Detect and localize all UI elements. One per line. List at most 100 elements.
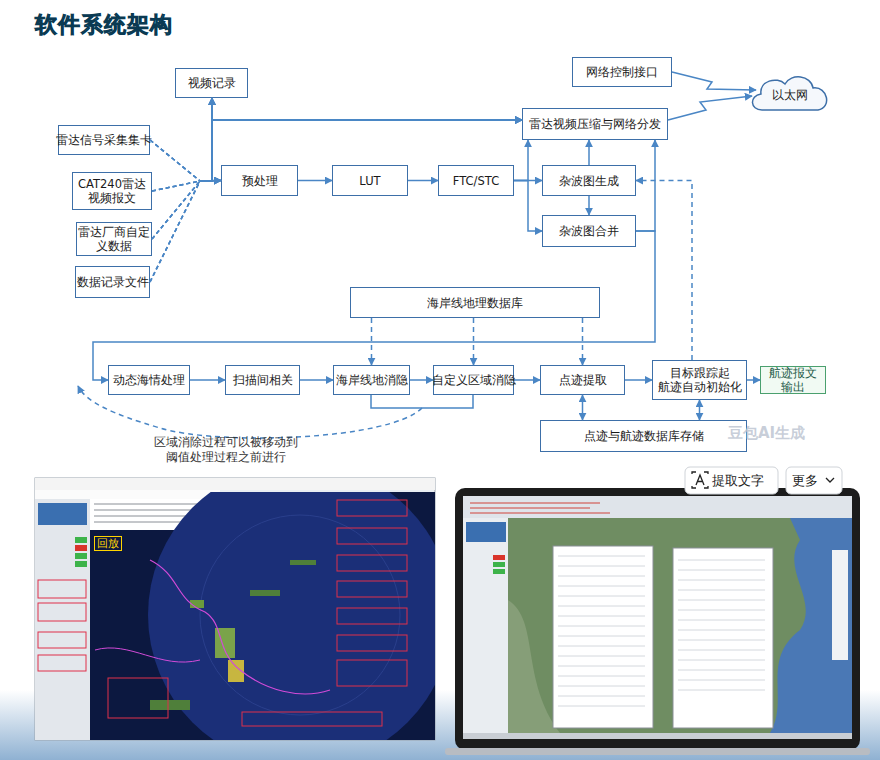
connector-line: [200, 120, 522, 181]
connector-line: [747, 379, 760, 381]
dashed-segment: [152, 181, 200, 239]
connector-line: [672, 72, 756, 90]
cloud-outline: [752, 77, 826, 110]
process-box: 点迹与航迹数据库存储: [540, 420, 747, 452]
process-box: 数据记录文件: [75, 266, 150, 298]
scan-icon: [692, 472, 708, 488]
node-text: 海岸线地消隐: [336, 373, 408, 387]
node-text: 视频记录: [188, 76, 236, 90]
node-text: 点迹与航迹数据库存储: [584, 429, 704, 443]
dashed-segment: [150, 181, 200, 282]
button-label: 提取文字: [712, 472, 764, 489]
annotation-box: [337, 500, 407, 516]
dialog-rows: [558, 556, 645, 706]
connector-line: [582, 318, 584, 365]
connector-line: [200, 98, 212, 181]
flow-arrow: [672, 72, 756, 90]
dashed-segment: [152, 181, 200, 191]
process-box: LUT: [332, 165, 408, 196]
node-text: FTC/STC: [453, 174, 499, 188]
flow-arrow: [152, 98, 212, 191]
flow-arrow: [582, 395, 583, 420]
connector-line: [588, 140, 590, 165]
flow-arrow: [636, 140, 655, 231]
logo: [466, 522, 506, 542]
process-box: CAT240雷达 视频报文: [72, 172, 152, 210]
connector-line: [410, 379, 433, 381]
connector-line: [668, 96, 752, 120]
process-box: 视频记录: [175, 68, 248, 98]
connector-line: [200, 120, 522, 181]
mode-badge: 回放: [94, 536, 122, 551]
flow-arrow: [300, 380, 333, 381]
connector-line: [473, 318, 475, 365]
flow-arrow: [589, 196, 590, 215]
flow-arrow: [625, 380, 652, 381]
process-box: 目标跟踪起 航迹自动初始化: [652, 360, 747, 400]
side-panel: [35, 499, 90, 740]
coastline: [95, 648, 200, 662]
connector-line: [514, 181, 542, 232]
button: [786, 467, 842, 494]
flow-arrow: [636, 181, 692, 361]
annotation-box: [337, 581, 407, 597]
flow-arrow: [514, 181, 542, 232]
connector-line: [298, 180, 332, 182]
watermark: 豆包AI生成: [728, 424, 805, 443]
flow-arrow: [371, 318, 372, 365]
annotation-box: [337, 528, 407, 544]
annotation-box: [337, 608, 407, 624]
dashed-segment: [150, 140, 200, 181]
connector-line: [200, 180, 221, 182]
dashed-segment: [152, 181, 200, 191]
dialog: [553, 546, 653, 728]
scan-icon: [696, 475, 704, 485]
map: [508, 518, 852, 733]
laptop-screenshot: [445, 488, 870, 755]
output-box: 航迹报文 输出: [760, 366, 826, 394]
status-led: [75, 537, 87, 543]
connector-line: [200, 98, 212, 181]
connector-line: [636, 181, 692, 361]
connector-line: [625, 379, 652, 381]
flow-arrow: [150, 140, 221, 181]
flow-arrow: [152, 120, 522, 191]
echo: [290, 560, 316, 565]
process-box: 雷达视频压缩与网络分发: [522, 108, 668, 140]
annotation-box: [38, 632, 86, 648]
annotation-box: [242, 712, 382, 726]
radar-view: [90, 492, 435, 740]
process-box: 雷达厂商自定 义数据: [76, 222, 152, 256]
connector-line: [190, 379, 225, 381]
connector-line: [200, 180, 221, 182]
node-text: CAT240雷达 视频报文: [73, 177, 151, 205]
side-panel: [463, 518, 508, 739]
status-led: [493, 562, 505, 567]
annotation-box: [38, 603, 86, 621]
dialog: [673, 548, 773, 728]
flow-arrow: [152, 98, 212, 239]
connector-line: [514, 379, 540, 381]
flow-arrow: [298, 180, 332, 181]
process-box: 扫描间相关: [225, 365, 300, 395]
status-led: [75, 545, 87, 551]
status-bar: [463, 733, 852, 739]
connector-line: [300, 379, 333, 381]
node-text: 预处理: [242, 174, 278, 188]
echo: [150, 700, 190, 710]
flow-arrow: [150, 181, 221, 283]
connector-line: [588, 196, 590, 215]
node-text: 数据记录文件: [77, 275, 149, 289]
node-text: 点迹提取: [559, 373, 607, 387]
dashed-segment: [150, 181, 200, 282]
flow-arrow: [410, 380, 433, 381]
process-box: FTC/STC: [438, 165, 514, 196]
menu-bar: [35, 490, 220, 499]
flow-arrow: [150, 98, 212, 181]
laptop-base: [445, 748, 870, 755]
process-box: 雷达信号采集集卡: [58, 125, 150, 155]
node-text: 海岸线地理数据库: [427, 296, 523, 310]
laptop-bezel: [455, 488, 860, 750]
node-text: 以太网: [772, 88, 808, 102]
flow-arrow: [408, 180, 438, 181]
